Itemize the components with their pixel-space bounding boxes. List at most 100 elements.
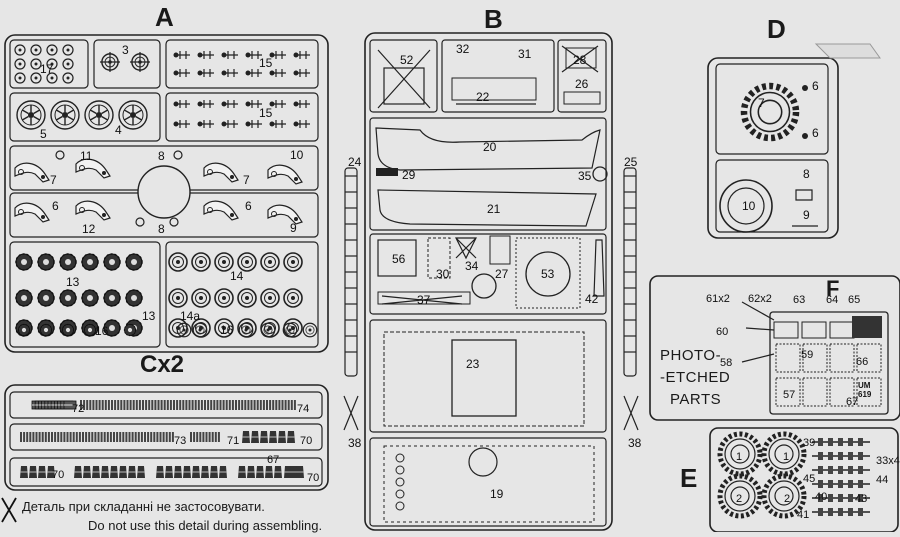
track-spike	[259, 430, 269, 444]
track-tooth	[196, 432, 199, 442]
fitting-dot	[269, 121, 275, 127]
fitting-dot	[173, 121, 179, 127]
part-number-label: 70	[52, 469, 64, 481]
track-tooth	[241, 400, 244, 410]
part-number-label: 31	[518, 47, 532, 61]
track-spike	[237, 465, 247, 479]
part-number-label: 24	[348, 155, 362, 169]
sprocket-part	[103, 289, 121, 307]
part-number-label: 2	[784, 493, 790, 505]
track-tooth	[129, 400, 132, 410]
part-number-label: 66	[856, 356, 868, 368]
photo-etched-line-3: PARTS	[670, 391, 722, 408]
sprue-cx2	[4, 384, 329, 491]
track-spike	[209, 465, 219, 479]
part-19-stud	[395, 453, 405, 463]
part-number-label: 9	[803, 208, 810, 222]
part-number-label: 35	[578, 169, 592, 183]
track-tooth	[259, 400, 262, 410]
part-number-label: 6	[812, 79, 819, 93]
part-53-hatch	[525, 251, 571, 297]
track-tooth	[135, 400, 138, 410]
part-10-drum-inner	[727, 187, 765, 225]
pe-panel	[801, 321, 827, 339]
e-link	[858, 466, 863, 474]
part-28-crossed	[561, 45, 599, 73]
fitting-dot	[173, 101, 179, 107]
fitting-dot	[197, 70, 203, 76]
track-tooth	[256, 400, 259, 410]
sprue-a-parts	[14, 44, 318, 338]
e-link	[828, 480, 833, 488]
track-tooth	[35, 432, 38, 442]
track-tooth	[91, 432, 94, 442]
small-sprocket-part	[123, 323, 137, 337]
part-number-label: 41	[797, 509, 809, 521]
track-spike	[118, 465, 128, 479]
e-link	[828, 466, 833, 474]
part-number-label: 7	[243, 173, 250, 187]
track-spike	[37, 465, 47, 479]
legend-en-text: Do not use this detail during assembling…	[88, 518, 323, 533]
part-19-stud	[395, 465, 405, 475]
small-idler-part	[192, 322, 208, 338]
track-tooth	[235, 400, 237, 410]
fitting-dot	[221, 101, 227, 107]
part-number-label: 16	[220, 323, 234, 337]
part-23-hatch	[451, 339, 517, 417]
fitting-dot	[293, 101, 299, 107]
track-tooth	[75, 432, 78, 442]
ring-part	[14, 44, 26, 56]
track-spike	[136, 465, 146, 479]
track-tooth	[153, 432, 156, 442]
part-10-drum	[719, 179, 773, 233]
track-tooth	[293, 400, 296, 410]
road-wheel-part	[118, 100, 148, 130]
part-number-label: 25	[624, 155, 638, 169]
track-tooth	[128, 432, 131, 442]
track-tooth	[191, 400, 194, 410]
track-tooth	[156, 432, 159, 442]
part-23-deck	[383, 331, 585, 427]
part-number-label: 61x2	[706, 293, 730, 305]
sprocket-part	[125, 289, 143, 307]
part-6-stud	[802, 85, 808, 91]
e-link	[828, 494, 833, 502]
part-56-box	[377, 239, 417, 277]
part-number-label: 7	[758, 96, 765, 110]
track-tooth	[275, 400, 278, 410]
track-tooth	[94, 432, 97, 442]
part-number-label: 11	[80, 149, 93, 163]
track-tooth	[211, 432, 214, 442]
part-number-label: 5	[40, 127, 47, 141]
track-tooth	[113, 432, 115, 442]
track-tooth	[109, 432, 112, 442]
e-link	[858, 480, 863, 488]
idler-part	[283, 252, 303, 272]
track-tooth	[204, 400, 206, 410]
e-link	[848, 466, 853, 474]
e-link	[848, 494, 853, 502]
part-number-label: 1	[736, 451, 742, 463]
part-21-plate	[377, 189, 597, 227]
e-link	[838, 452, 843, 460]
part-number-label: 71	[227, 435, 239, 447]
track-spike	[191, 465, 201, 479]
part-number-label: 10	[290, 148, 304, 162]
track-tooth	[116, 432, 119, 442]
part-number-label: 8	[158, 222, 165, 236]
track-tooth	[137, 432, 140, 442]
track-tooth	[122, 432, 125, 442]
part-number-label: 4	[115, 123, 122, 137]
track-tooth	[20, 432, 22, 442]
e-link	[818, 508, 823, 516]
e-link	[848, 438, 853, 446]
track-tooth	[88, 432, 91, 442]
track-tooth	[168, 432, 171, 442]
track-tooth	[162, 432, 165, 442]
part-number-label: 7	[50, 173, 57, 187]
pe-grille	[775, 377, 801, 407]
sprue-b-label: B	[484, 4, 503, 34]
track-tooth	[119, 432, 122, 442]
track-tooth	[179, 400, 182, 410]
